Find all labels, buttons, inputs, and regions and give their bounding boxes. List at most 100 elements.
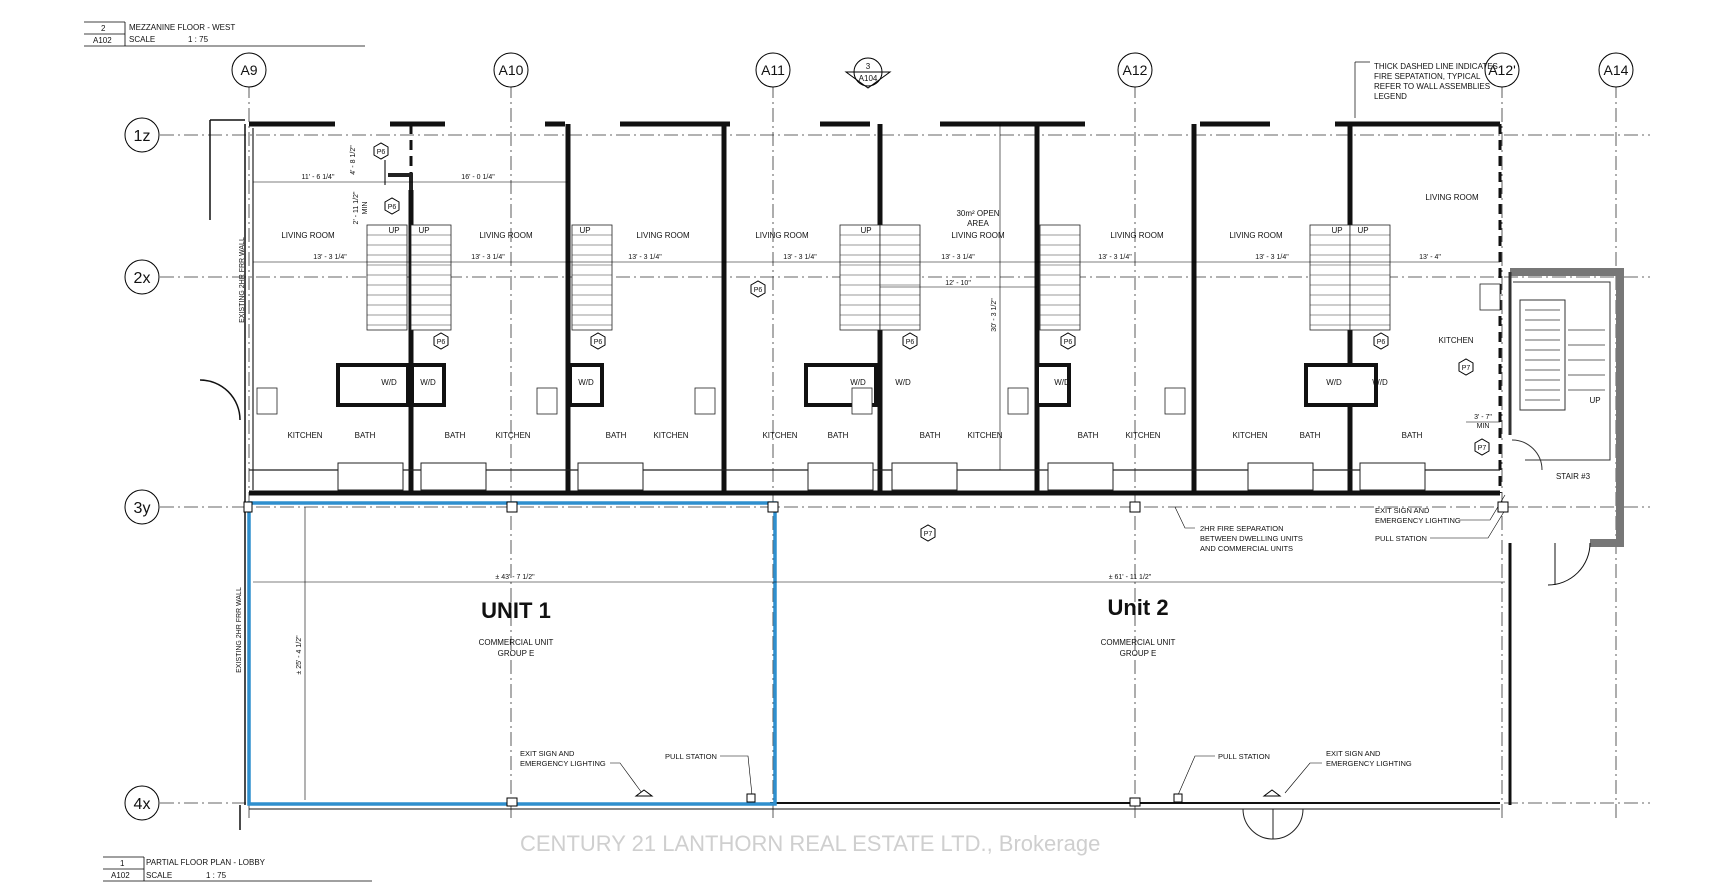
- commercial-walls: [249, 542, 1591, 810]
- svg-text:P6: P6: [594, 339, 603, 346]
- exit-note-unit1-1: EXIT SIGN AND: [520, 749, 575, 758]
- commercial-dimensions: ± 43' - 7 1/2" ± 61' - 11 1/2" ± 25' - 4…: [253, 507, 1505, 800]
- pull-station-stair: PULL STATION: [1375, 534, 1427, 543]
- structural-columns: [243, 501, 1509, 807]
- dim-43-7: ± 43' - 7 1/2": [495, 574, 535, 581]
- grid-bubble-4x: [124, 785, 160, 821]
- open-area-label-2: AREA: [967, 219, 989, 228]
- fire-note-line-3: REFER TO WALL ASSEMBLIES: [1374, 82, 1490, 91]
- wd-label: W/D: [1372, 378, 1388, 387]
- pull-station-icon: [1173, 793, 1183, 803]
- wd-label: W/D: [895, 378, 911, 387]
- grid-bubble-2x: [124, 259, 160, 295]
- dim-13-3: 13' - 3 1/4": [628, 254, 662, 261]
- existing-wall-labels: EXISTING 2HR FRR WALL EXISTING 2HR FRR W…: [236, 237, 246, 673]
- grid-bubble-a10: [493, 52, 529, 88]
- svg-text:P6: P6: [388, 204, 397, 211]
- bath-label: BATH: [355, 431, 376, 440]
- up-label: UP: [579, 226, 590, 235]
- up-label: UP: [418, 226, 429, 235]
- svg-text:P6: P6: [754, 287, 763, 294]
- unit-2-type: COMMERCIAL UNIT: [1101, 638, 1176, 647]
- tag-p6: P6: [590, 332, 606, 350]
- kitchen-label: KITCHEN: [653, 431, 688, 440]
- grid-bubble-a12: [1117, 52, 1153, 88]
- kitchen-label: KITCHEN: [1125, 431, 1160, 440]
- bath-label: BATH: [828, 431, 849, 440]
- living-room-label: LIVING ROOM: [636, 231, 690, 240]
- existing-wall-label-upper: EXISTING 2HR FRR WALL: [239, 237, 246, 323]
- dim-61-11: ± 61' - 11 1/2": [1109, 574, 1152, 581]
- unit-1-group: GROUP E: [498, 649, 535, 658]
- dim-13-4: 13' - 4": [1419, 254, 1441, 261]
- exit-sign-icon: [1262, 789, 1282, 797]
- tag-p6: P6: [433, 332, 449, 350]
- up-label: UP: [1331, 226, 1342, 235]
- fire-separation-note: THICK DASHED LINE INDICATES FIRE SEPATAT…: [1354, 61, 1498, 118]
- svg-text:P6: P6: [906, 339, 915, 346]
- existing-wall-left: [199, 119, 246, 830]
- kitchen-label: KITCHEN: [967, 431, 1002, 440]
- dim-13-3: 13' - 3 1/4": [1255, 254, 1289, 261]
- tag-p7: P7: [920, 524, 936, 542]
- bath-label: BATH: [1078, 431, 1099, 440]
- bath-label: BATH: [1402, 431, 1423, 440]
- title-top-name: MEZZANINE FLOOR - WEST: [129, 23, 235, 32]
- svg-text:P7: P7: [1478, 445, 1487, 452]
- exit-sign-note-stair: EXIT SIGN AND EMERGENCY LIGHTING PULL ST…: [1375, 494, 1506, 543]
- grid-bubbles-rows: 1z 2x 3y 4x: [124, 117, 160, 821]
- fire-sep-note-1: 2HR FIRE SEPARATION: [1200, 524, 1284, 533]
- dim-25-4: ± 25' - 4 1/2": [296, 635, 303, 675]
- section-marker-sheet: A104: [859, 74, 878, 83]
- up-label: UP: [860, 226, 871, 235]
- tag-p6: P6: [384, 197, 400, 215]
- tag-p6: P6: [902, 332, 918, 350]
- fire-sep-note-2: BETWEEN DWELLING UNITS: [1200, 534, 1303, 543]
- stairs-dwelling: [366, 224, 1391, 331]
- living-room-label: LIVING ROOM: [1229, 231, 1283, 240]
- title-bottom-sheet: A102: [111, 871, 130, 880]
- bath-label: BATH: [1300, 431, 1321, 440]
- title-block-top: 2 A102 MEZZANINE FLOOR - WEST SCALE 1 : …: [84, 21, 365, 47]
- bath-label: BATH: [445, 431, 466, 440]
- grid-label-3y: 3y: [134, 500, 151, 517]
- open-area-label-1: 30m² OPEN: [956, 209, 999, 218]
- exit-note-stair-2: EMERGENCY LIGHTING: [1375, 516, 1461, 525]
- living-room-label: LIVING ROOM: [1110, 231, 1164, 240]
- unit-2-exit-notes: PULL STATION EXIT SIGN AND EMERGENCY LIG…: [1173, 749, 1412, 803]
- existing-wall-label-lower: EXISTING 2HR FRR WALL: [236, 587, 243, 673]
- wd-label: W/D: [381, 378, 397, 387]
- tag-p6: P6: [1060, 332, 1076, 350]
- title-top-number: 2: [101, 24, 106, 33]
- dim-13-3: 13' - 3 1/4": [471, 254, 505, 261]
- grid-label-2x: 2x: [134, 270, 151, 287]
- exit-note-unit2-1: EXIT SIGN AND: [1326, 749, 1381, 758]
- svg-text:P6: P6: [437, 339, 446, 346]
- exit-note-unit1-2: EMERGENCY LIGHTING: [520, 759, 606, 768]
- svg-text:P7: P7: [924, 531, 933, 538]
- wd-label: W/D: [850, 378, 866, 387]
- grid-label-a9: A9: [240, 62, 257, 78]
- unit-1-exit-notes: EXIT SIGN AND EMERGENCY LIGHTING PULL ST…: [520, 749, 756, 803]
- wd-closets: [336, 363, 1378, 407]
- grid-label-1z: 1z: [134, 128, 151, 145]
- exit-note-stair-1: EXIT SIGN AND: [1375, 506, 1430, 515]
- dim-13-3: 13' - 3 1/4": [313, 254, 347, 261]
- grid-label-a10: A10: [499, 62, 524, 78]
- living-room-label: LIVING ROOM: [281, 231, 335, 240]
- tag-p6: P6: [373, 142, 389, 160]
- unit-2-name: Unit 2: [1107, 595, 1168, 620]
- living-room-label: LIVING ROOM: [1425, 193, 1479, 202]
- stair-treads: [367, 234, 1391, 326]
- dim-13-3: 13' - 3 1/4": [1098, 254, 1132, 261]
- grid-bubble-a9: [231, 52, 267, 88]
- fire-separation-leader: 2HR FIRE SEPARATION BETWEEN DWELLING UNI…: [1174, 506, 1303, 553]
- svg-text:P6: P6: [1064, 339, 1073, 346]
- grid-bubbles-columns: A9 A10 A11 A12 A12' A14: [231, 52, 1634, 88]
- exit-note-unit2-2: EMERGENCY LIGHTING: [1326, 759, 1412, 768]
- title-top-scale: 1 : 75: [188, 35, 209, 44]
- dim-12-10: 12' - 10": [945, 280, 971, 287]
- stair-label: STAIR #3: [1556, 472, 1591, 481]
- kitchen-label: KITCHEN: [1438, 336, 1473, 345]
- tag-p7: P7: [1474, 438, 1490, 456]
